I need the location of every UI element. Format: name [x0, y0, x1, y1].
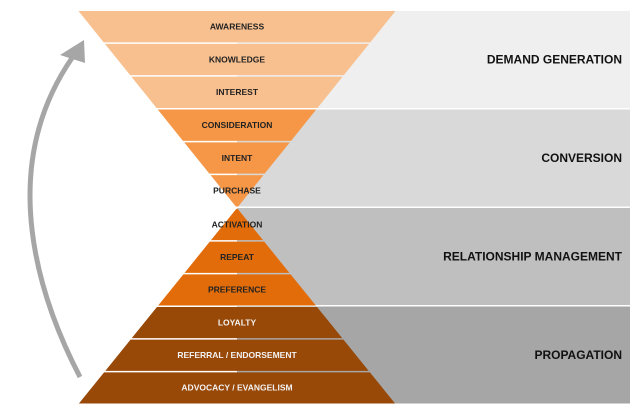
stage-label: AWARENESS: [210, 21, 265, 31]
stage-repeat: [184, 241, 290, 273]
stage-referral-endorsement: [105, 339, 369, 371]
stage-knowledge: [104, 43, 370, 76]
stage-label: ACTIVATION: [212, 219, 263, 229]
stage-label: LOYALTY: [218, 317, 257, 327]
cycle-arrow-shaft: [27, 56, 83, 379]
stage-preference: [158, 274, 316, 306]
stage-label: REPEAT: [220, 252, 255, 262]
arrowhead-icon: [60, 40, 85, 63]
band-label: RELATIONSHIP MANAGEMENT: [443, 249, 623, 263]
band-label: CONVERSION: [541, 151, 622, 165]
band-label: DEMAND GENERATION: [487, 52, 622, 66]
stage-label: CONSIDERATION: [202, 120, 273, 130]
stage-advocacy-evangelism: [78, 372, 396, 404]
stage-consideration: [157, 109, 317, 141]
stage-purchase: [210, 175, 264, 207]
stage-loyalty: [131, 307, 343, 339]
band-label: PROPAGATION: [534, 348, 622, 362]
stage-activation: [210, 209, 264, 241]
stage-interest: [131, 76, 343, 108]
stage-label: REFERRAL / ENDORSEMENT: [177, 350, 297, 360]
stage-awareness: [78, 11, 396, 43]
stage-label: PURCHASE: [213, 186, 261, 196]
stage-label: KNOWLEDGE: [209, 54, 266, 64]
stage-label: ADVOCACY / EVANGELISM: [181, 383, 292, 393]
band-relationship-management: [237, 208, 630, 305]
stage-label: INTEREST: [216, 87, 259, 97]
stage-intent: [184, 142, 290, 174]
stage-label: PREFERENCE: [208, 285, 266, 295]
stage-label: INTENT: [222, 153, 254, 163]
